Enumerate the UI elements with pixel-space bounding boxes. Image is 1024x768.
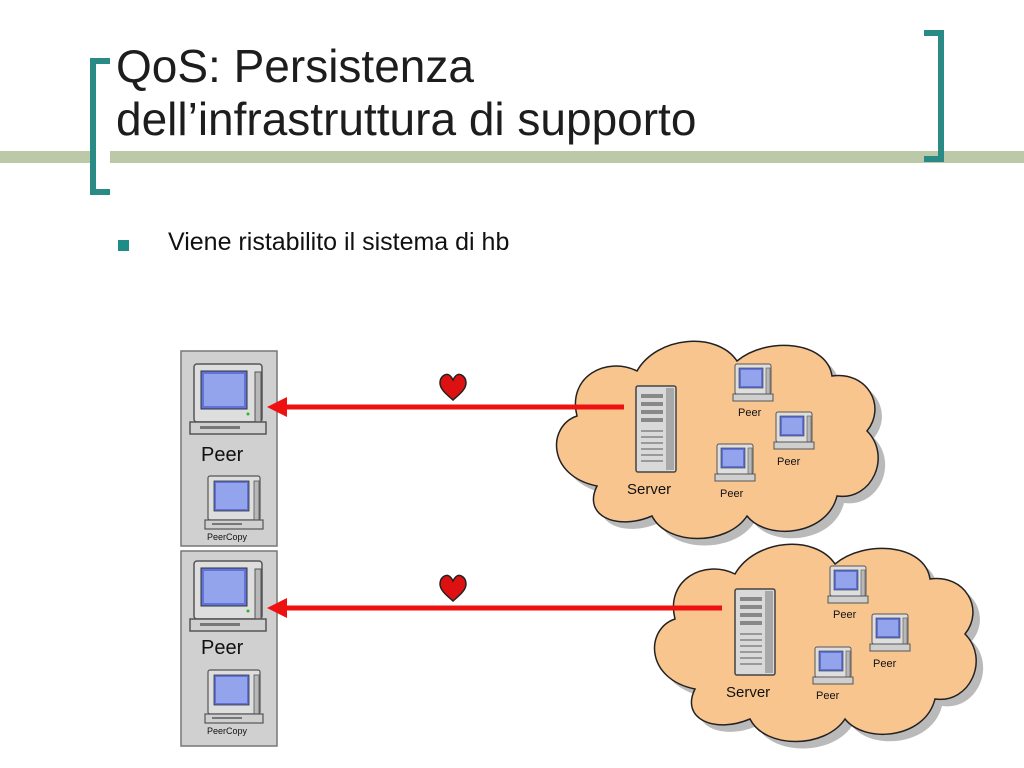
peer-box-top: Peer PeerCopy [180, 350, 278, 547]
peer-computer-icon [189, 363, 267, 435]
peercopy-label: PeerCopy [207, 726, 248, 736]
cloud-peer-computer-icon [827, 565, 869, 604]
peercopy-computer-icon [204, 475, 264, 530]
slide-title: QoS: Persistenza dell’infrastruttura di … [116, 40, 696, 146]
title-line-1: QoS: Persistenza [116, 40, 474, 92]
cloud-peer-computer-icon [732, 363, 774, 402]
left-bracket-decoration [90, 58, 110, 195]
server-label: Server [726, 684, 770, 701]
server-label: Server [627, 481, 671, 498]
cloud-peer-computer-icon [869, 613, 911, 652]
peercopy-label: PeerCopy [207, 532, 248, 542]
cloud-peer-computer-icon [812, 646, 854, 685]
title-line-2: dell’infrastruttura di supporto [116, 93, 697, 145]
server-icon [635, 385, 677, 473]
title-rule [0, 151, 1024, 163]
cloud-peer-label: Peer [816, 690, 840, 702]
heart-icon [439, 574, 467, 602]
cloud-peer-label: Peer [777, 456, 801, 468]
cloud-peer-computer-icon [773, 411, 815, 450]
cloud-peer-label: Peer [873, 658, 897, 670]
cloud-network-top: Server Peer Peer Peer [555, 340, 886, 546]
peercopy-computer-icon [204, 669, 264, 724]
peer-label: Peer [201, 444, 244, 466]
heart-icon [439, 373, 467, 401]
bullet-text: Viene ristabilito il sistema di hb [168, 228, 510, 256]
peer-computer-icon [189, 560, 267, 632]
peer-label: Peer [201, 637, 244, 659]
square-bullet-icon [118, 240, 129, 251]
peer-box-bottom: Peer PeerCopy [180, 550, 278, 747]
cloud-peer-computer-icon [714, 443, 756, 482]
server-icon [734, 588, 776, 676]
cloud-peer-label: Peer [720, 488, 744, 500]
cloud-peer-label: Peer [738, 407, 762, 419]
cloud-network-bottom: Server Peer Peer Peer [653, 543, 984, 749]
cloud-peer-label: Peer [833, 609, 857, 621]
right-bracket-decoration [924, 30, 944, 162]
